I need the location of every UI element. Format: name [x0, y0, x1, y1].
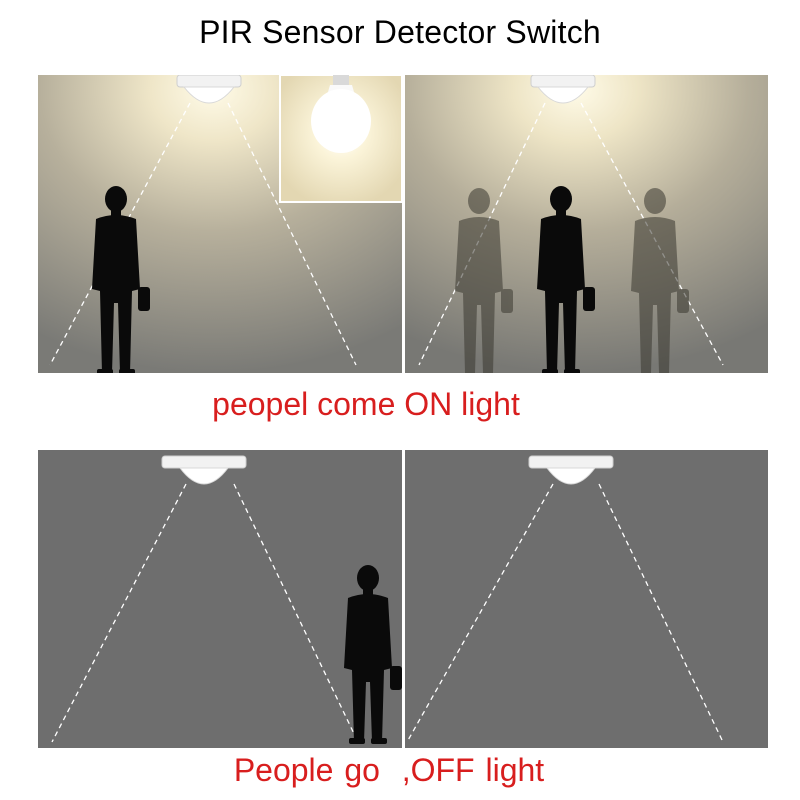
- person-silhouette: [537, 186, 595, 373]
- pir-sensor-icon: [530, 75, 596, 104]
- page-title: PIR Sensor Detector Switch: [199, 14, 601, 50]
- panel-light-off-person-leaving: [38, 450, 402, 748]
- person-silhouette: [92, 186, 150, 373]
- pir-sensor-icon: [528, 455, 614, 485]
- light-bulb-on-inset: [279, 75, 402, 203]
- person-silhouette: [344, 565, 402, 744]
- caption-light-on: peopel come ON light: [212, 386, 520, 422]
- detection-cone: [51, 483, 359, 743]
- pir-sensor-icon: [176, 75, 242, 104]
- panel-light-on-person-entering: [38, 75, 402, 373]
- person-silhouette-ghost: [631, 188, 689, 373]
- panel-light-on-person-walking: [405, 75, 768, 373]
- detection-cone: [406, 483, 724, 743]
- panel-light-off-empty-room: [405, 450, 768, 748]
- caption-light-off: People go ,OFF light: [233, 752, 545, 788]
- person-silhouette-ghost: [455, 188, 513, 373]
- pir-sensor-icon: [161, 455, 247, 485]
